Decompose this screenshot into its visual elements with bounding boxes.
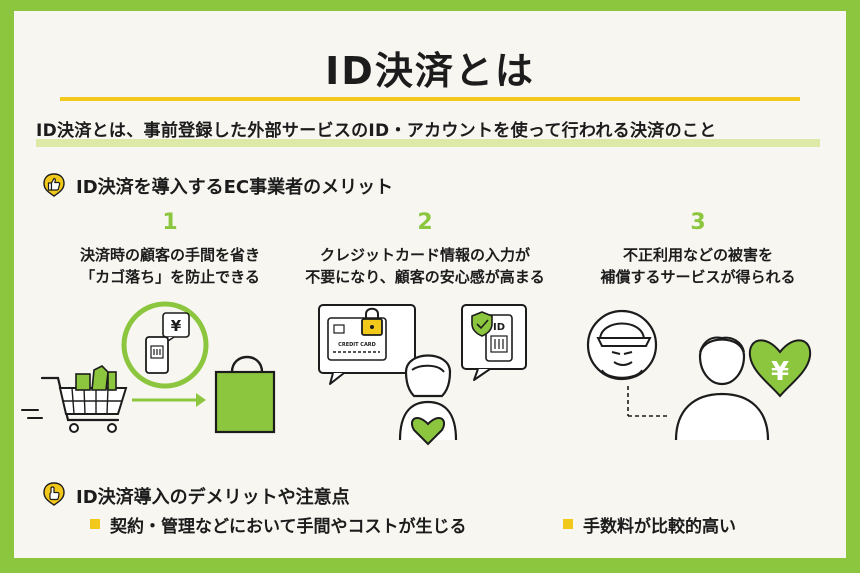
demerit-item-1: 契約・管理などにおいて手間やコストが生じる: [110, 517, 467, 537]
illustration-compensation: ¥: [586, 309, 812, 441]
customer-woman-icon: [398, 354, 458, 446]
merit-number-1: 1: [162, 210, 178, 235]
user-man-icon: [674, 336, 770, 441]
phone-id-label: ID: [493, 322, 505, 333]
illustration-cart-to-bag: ¥: [21, 301, 276, 434]
merit-1-line-1: 決済時の顧客の手間を省き: [79, 246, 260, 264]
merit-3-line-2: 補償するサービスが得られる: [600, 268, 796, 286]
bullet-marker-2: [563, 519, 573, 529]
thumbs-up-icon: [43, 173, 65, 197]
content-panel: [14, 11, 846, 558]
shopping-bag-icon: [214, 355, 276, 434]
merits-heading: ID決済を導入するEC事業者のメリット: [76, 177, 394, 198]
merit-1-line-2: 「カゴ落ち」を防止できる: [80, 268, 260, 286]
demerit-item-2: 手数料が比較的高い: [583, 517, 736, 537]
shopping-cart-icon: [21, 365, 128, 433]
bullet-marker-1: [90, 519, 100, 529]
merit-2-line-2: 不要になり、顧客の安心感が高まる: [305, 268, 545, 286]
padlock-icon: [361, 307, 383, 336]
title-underline: [60, 97, 800, 101]
definition-text: ID決済とは、事前登録した外部サービスのID・アカウントを使って行われる決済のこ…: [36, 121, 717, 141]
yen-symbol-heart: ¥: [771, 357, 789, 387]
demerits-heading: ID決済導入のデメリットや注意点: [76, 487, 350, 508]
page-title: ID決済とは: [325, 49, 535, 93]
card-label: CREDIT CARD: [338, 342, 376, 348]
merit-text-1: 決済時の顧客の手間を省き 「カゴ落ち」を防止できる: [30, 244, 310, 288]
merit-text-2: クレジットカード情報の入力が 不要になり、顧客の安心感が高まる: [285, 244, 565, 288]
definition-highlight: [36, 139, 820, 147]
merit-number-3: 3: [690, 210, 706, 235]
yen-heart-icon: ¥: [748, 339, 812, 398]
merit-2-line-1: クレジットカード情報の入力が: [319, 246, 530, 264]
merit-number-2: 2: [417, 210, 433, 235]
illustration-secure-customer: CREDIT CARD ID: [318, 304, 527, 446]
pointing-hand-icon: [43, 482, 65, 506]
merit-text-3: 不正利用などの被害を 補償するサービスが得られる: [558, 244, 838, 288]
merit-3-line-1: 不正利用などの被害を: [622, 246, 773, 264]
yen-bubble-1: ¥: [171, 317, 182, 335]
shield-check-icon: [471, 311, 493, 337]
